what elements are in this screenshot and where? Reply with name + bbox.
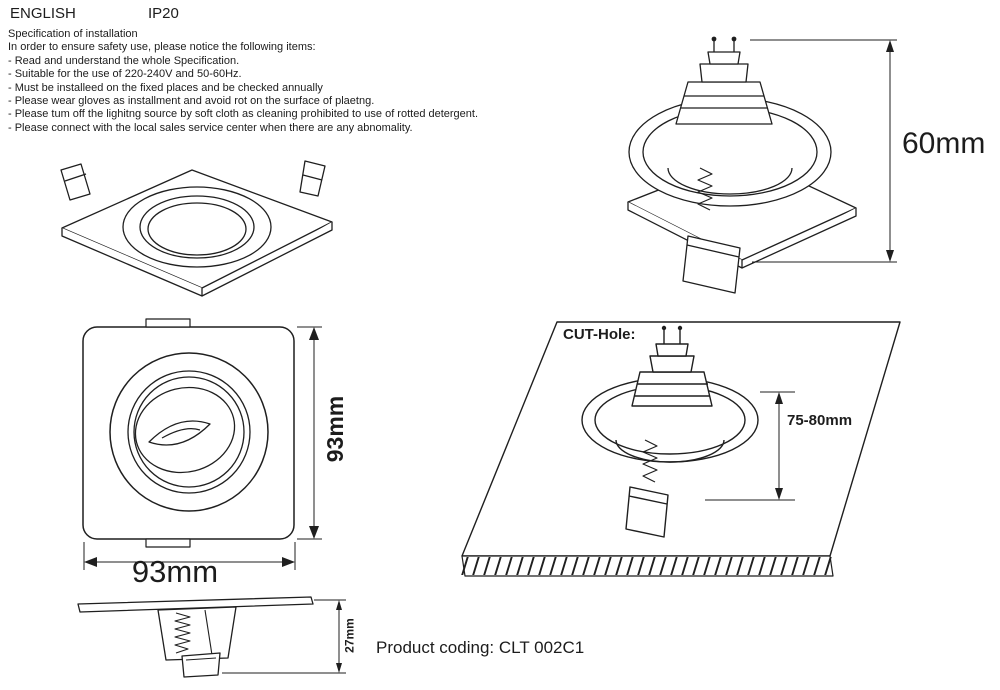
spec-item: - Please wear gloves as installment and … (8, 95, 375, 108)
frame-height-dimension-label: 93mm (322, 395, 348, 463)
mounting-wing-left (60, 163, 91, 201)
mounting-wing-right (299, 160, 326, 197)
product-coding-label: Product coding: CLT 002C1 (376, 638, 585, 657)
lamp-slit (148, 420, 211, 446)
specification-text-block: Specification of installation In order t… (8, 28, 478, 135)
ring-outer (109, 352, 269, 512)
trim-frame-perspective-drawing (60, 160, 333, 297)
frame-outline (82, 326, 295, 540)
frame-tab-bottom (145, 538, 191, 548)
language-label: ENGLISH (10, 5, 76, 22)
frame-width-dimension-label: 93mm (131, 554, 219, 589)
cut-hole-dimension-lines (705, 391, 795, 501)
frame-plate-side (77, 596, 314, 613)
ring-inner (133, 376, 245, 488)
spec-item: - Suitable for the use of 220-240V and 5… (8, 68, 242, 81)
frame-width-dimension-lines (83, 326, 322, 570)
yoke-bracket (682, 235, 741, 294)
cut-hole-dimension-label: 75-80mm (787, 412, 853, 429)
gu10-lamp (631, 325, 713, 407)
frame-top-view-drawing (82, 318, 295, 548)
gimbal-ellipse (134, 386, 236, 474)
fixture-body (157, 606, 237, 678)
recess-depth-dimension-lines (222, 599, 346, 674)
ip-rating-label: IP20 (148, 5, 179, 22)
spec-item: - Please connect with the local sales se… (8, 121, 413, 134)
spec-item: - Please tum off the lighitng source by … (8, 108, 479, 121)
ring-mid (127, 370, 251, 494)
yoke-bracket (625, 486, 669, 538)
gu10-lamp (675, 36, 773, 125)
trim-ring (122, 186, 272, 268)
cut-hole-title: CUT-Hole: (563, 326, 636, 343)
recess-depth-dimension-label: 27mm (342, 618, 357, 653)
spec-intro: In order to ensure safety use, please no… (8, 41, 316, 54)
recess-depth-side-drawing (77, 596, 314, 678)
cut-hole-installation-drawing (461, 321, 901, 577)
height-dimension-label: 60mm (902, 127, 986, 160)
mounting-spring (697, 167, 713, 211)
spec-item: - Must be installeed on the fixed places… (8, 81, 323, 94)
mounting-spring (642, 439, 658, 483)
trim-ring (628, 97, 832, 207)
mounting-spring (174, 612, 191, 654)
height-dimension-lines (750, 39, 897, 263)
frame-tab-top (145, 318, 191, 328)
spec-item: - Read and understand the whole Specific… (8, 54, 240, 67)
fixture-side-view-drawing (627, 36, 857, 294)
spec-title: Specification of installation (8, 28, 138, 40)
